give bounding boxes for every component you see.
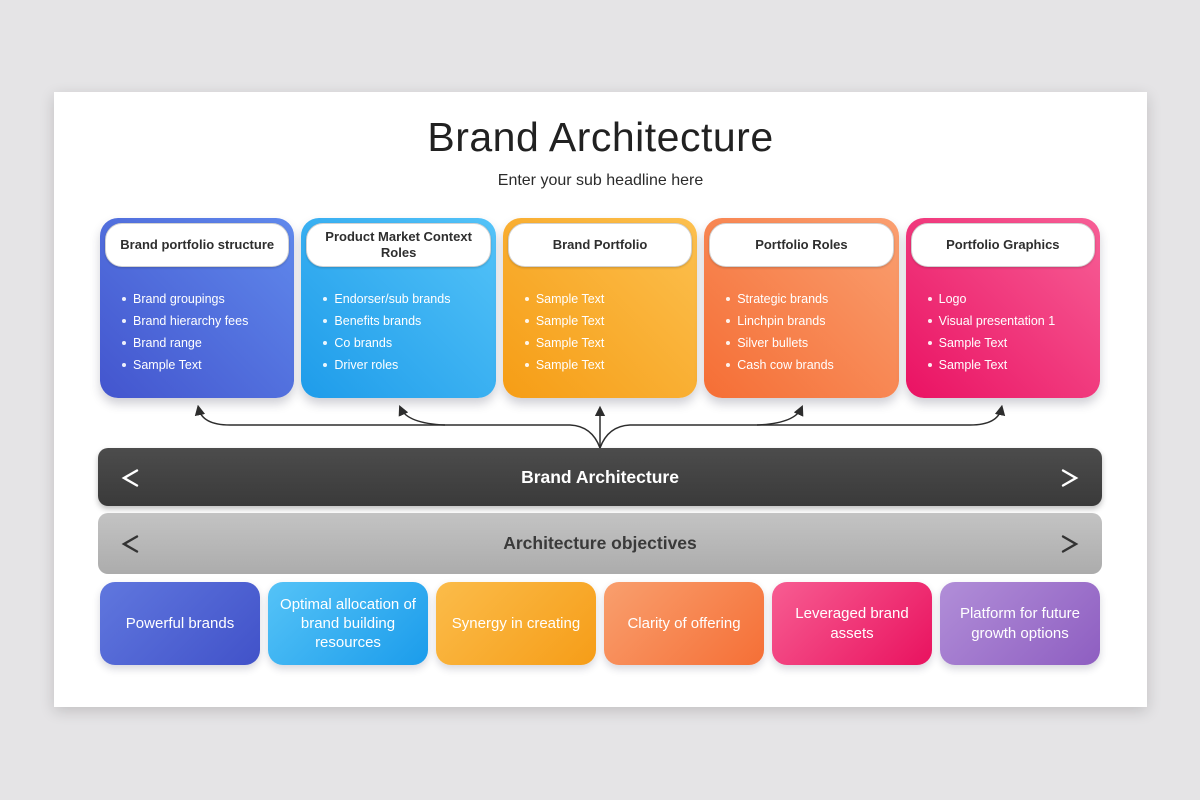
objective-label: Clarity of offering xyxy=(627,614,741,632)
card-brand-portfolio: Brand Portfolio Sample Text Sample Text … xyxy=(502,218,698,398)
card-bullet: Sample Text xyxy=(906,358,1100,372)
card-title: Portfolio Roles xyxy=(755,236,848,252)
card-bullet: Silver bullets xyxy=(704,336,898,350)
card-bullet: Brand hierarchy fees xyxy=(100,314,294,328)
card-bullet: Visual presentation 1 xyxy=(906,314,1100,328)
card-bullet: Sample Text xyxy=(503,292,697,306)
card-bullet: Sample Text xyxy=(503,358,697,372)
card-title: Product Market Context Roles xyxy=(325,228,472,260)
objectives-row: Powerful brands Optimal allocation of br… xyxy=(100,582,1100,665)
card-title-pill: Portfolio Graphics xyxy=(910,223,1096,267)
card-portfolio-graphics: Portfolio Graphics Logo Visual presentat… xyxy=(905,218,1101,398)
card-bullet-list: Strategic brands Linchpin brands Silver … xyxy=(704,292,898,380)
presentation-slide: Brand Architecture Enter your sub headli… xyxy=(54,92,1147,707)
bar-architecture-objectives: Architecture objectives xyxy=(98,513,1102,574)
card-bullet: Benefits brands xyxy=(301,314,495,328)
objective-box-platform-growth: Platform for future growth options xyxy=(940,582,1100,665)
card-title-pill: Portfolio Roles xyxy=(709,223,894,267)
dashed-double-arrow-icon xyxy=(121,469,1079,487)
card-bullet: Driver roles xyxy=(301,358,495,372)
card-title-pill: Brand portfolio structure xyxy=(105,223,290,267)
card-bullet: Linchpin brands xyxy=(704,314,898,328)
card-bullet-list: Logo Visual presentation 1 Sample Text S… xyxy=(906,292,1100,380)
objective-label: Powerful brands xyxy=(125,614,235,632)
card-bullet-list: Endorser/sub brands Benefits brands Co b… xyxy=(301,292,495,380)
card-bullet: Strategic brands xyxy=(704,292,898,306)
card-bullet: Brand range xyxy=(100,336,294,350)
objective-label: Synergy in creating xyxy=(451,614,581,632)
card-bullet: Logo xyxy=(906,292,1100,306)
card-bullet-list: Sample Text Sample Text Sample Text Samp… xyxy=(503,292,697,380)
objective-box-powerful-brands: Powerful brands xyxy=(100,582,260,665)
card-bullet: Brand groupings xyxy=(100,292,294,306)
card-bullet-list: Brand groupings Brand hierarchy fees Bra… xyxy=(100,292,294,380)
card-bullet: Cash cow brands xyxy=(704,358,898,372)
objective-box-optimal-allocation: Optimal allocation of brand building res… xyxy=(268,582,428,665)
dashed-double-arrow-icon xyxy=(121,535,1079,553)
card-title: Brand Portfolio xyxy=(552,236,648,252)
objective-box-clarity: Clarity of offering xyxy=(604,582,764,665)
card-portfolio-roles: Portfolio Roles Strategic brands Linchpi… xyxy=(704,218,899,398)
flow-connector-arrows-icon xyxy=(194,404,1006,448)
bar-label: Brand Architecture xyxy=(521,466,679,487)
card-title-pill: Brand Portfolio xyxy=(507,223,693,267)
card-title-pill: Product Market Context Roles xyxy=(306,223,491,267)
card-bullet: Sample Text xyxy=(503,336,697,350)
bar-brand-architecture: Brand Architecture xyxy=(98,448,1102,506)
card-title: Brand portfolio structure xyxy=(120,236,275,252)
page-title: Brand Architecture xyxy=(427,114,774,160)
card-product-market-context-roles: Product Market Context Roles Endorser/su… xyxy=(301,218,496,398)
card-bullet: Sample Text xyxy=(503,314,697,328)
objective-label: Leveraged brand assets xyxy=(795,605,909,642)
page-subtitle: Enter your sub headline here xyxy=(497,172,704,189)
top-cards-row: Brand portfolio structure Brand grouping… xyxy=(100,218,1101,398)
objective-label: Optimal allocation of brand building res… xyxy=(280,595,416,652)
card-title: Portfolio Graphics xyxy=(946,236,1060,252)
card-bullet: Sample Text xyxy=(906,336,1100,350)
bar-label: Architecture objectives xyxy=(503,533,697,553)
card-brand-portfolio-structure: Brand portfolio structure Brand grouping… xyxy=(100,218,295,398)
objective-box-leveraged-assets: Leveraged brand assets xyxy=(772,582,932,665)
objective-label: Platform for future growth options xyxy=(959,605,1081,642)
card-bullet: Endorser/sub brands xyxy=(301,292,495,306)
card-bullet: Co brands xyxy=(301,336,495,350)
card-bullet: Sample Text xyxy=(100,358,294,372)
objective-box-synergy: Synergy in creating xyxy=(436,582,596,665)
